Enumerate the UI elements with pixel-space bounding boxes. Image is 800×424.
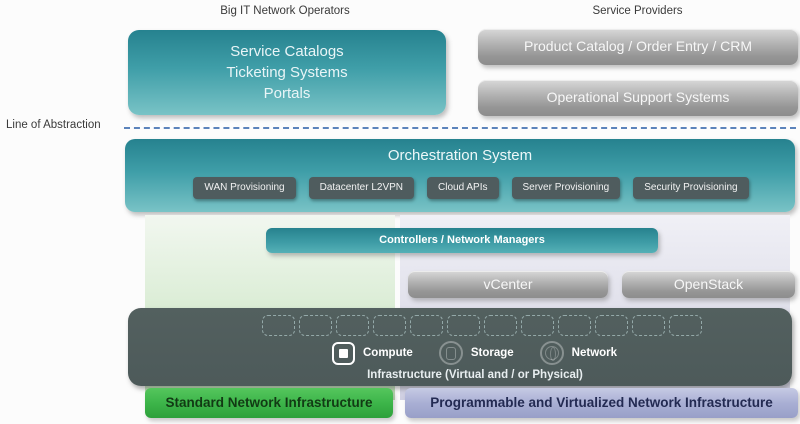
infra-slot <box>373 315 406 336</box>
infra-slot <box>595 315 628 336</box>
infra-slot <box>262 315 295 336</box>
orchestration-system-box: Orchestration System WAN Provisioning Da… <box>125 139 795 212</box>
operator-systems-line: Ticketing Systems <box>226 64 348 81</box>
compute-icon <box>332 341 355 365</box>
infra-slot-row <box>262 315 702 336</box>
line-of-abstraction-label: Line of Abstraction <box>6 119 101 131</box>
resource-storage-label: Storage <box>470 347 514 359</box>
infra-slot <box>410 315 443 336</box>
resource-storage: Storage <box>438 341 514 365</box>
operator-systems-line: Service Catalogs <box>230 43 344 60</box>
infra-slot <box>632 315 665 336</box>
infra-resource-row: Compute Storage Network <box>332 341 617 365</box>
vcenter-box: vCenter <box>408 271 608 298</box>
module-wan-provisioning: WAN Provisioning <box>193 177 296 199</box>
operator-systems-box: Service Catalogs Ticketing Systems Porta… <box>128 30 446 115</box>
resource-network-label: Network <box>571 347 618 359</box>
infrastructure-caption: Infrastructure (Virtual and / or Physica… <box>367 369 583 381</box>
line-of-abstraction-dashed-line <box>124 127 796 129</box>
infra-slot <box>484 315 517 336</box>
operator-systems-line: Portals <box>263 85 311 102</box>
network-icon <box>539 341 564 365</box>
infra-slot <box>669 315 702 336</box>
module-cloud-apis: Cloud APIs <box>427 177 499 199</box>
orchestration-module-row: WAN Provisioning Datacenter L2VPN Cloud … <box>125 177 795 199</box>
infra-slot <box>521 315 554 336</box>
resource-compute-label: Compute <box>363 347 413 359</box>
programmable-virtualized-network-infrastructure-box: Programmable and Virtualized Network Inf… <box>405 388 798 418</box>
module-security-provisioning: Security Provisioning <box>633 177 749 199</box>
infra-slot <box>558 315 591 336</box>
orchestration-system-title: Orchestration System <box>387 147 533 164</box>
header-service-providers: Service Providers <box>592 5 683 17</box>
infra-slot <box>447 315 480 336</box>
resource-network: Network <box>539 341 618 365</box>
storage-icon <box>438 341 463 365</box>
infrastructure-box: Compute Storage Network Infrastructure (… <box>128 308 792 386</box>
infra-slot <box>299 315 332 336</box>
controllers-network-managers-bar: Controllers / Network Managers <box>266 228 658 253</box>
infra-slot <box>336 315 369 336</box>
header-big-it-network-operators: Big IT Network Operators <box>220 5 350 17</box>
standard-network-infrastructure-box: Standard Network Infrastructure <box>145 388 393 418</box>
module-datacenter-l2vpn: Datacenter L2VPN <box>308 177 415 199</box>
resource-compute: Compute <box>332 341 413 365</box>
module-server-provisioning: Server Provisioning <box>511 177 621 199</box>
openstack-box: OpenStack <box>622 271 795 298</box>
operational-support-systems-box: Operational Support Systems <box>478 80 798 116</box>
product-catalog-box: Product Catalog / Order Entry / CRM <box>478 29 798 65</box>
